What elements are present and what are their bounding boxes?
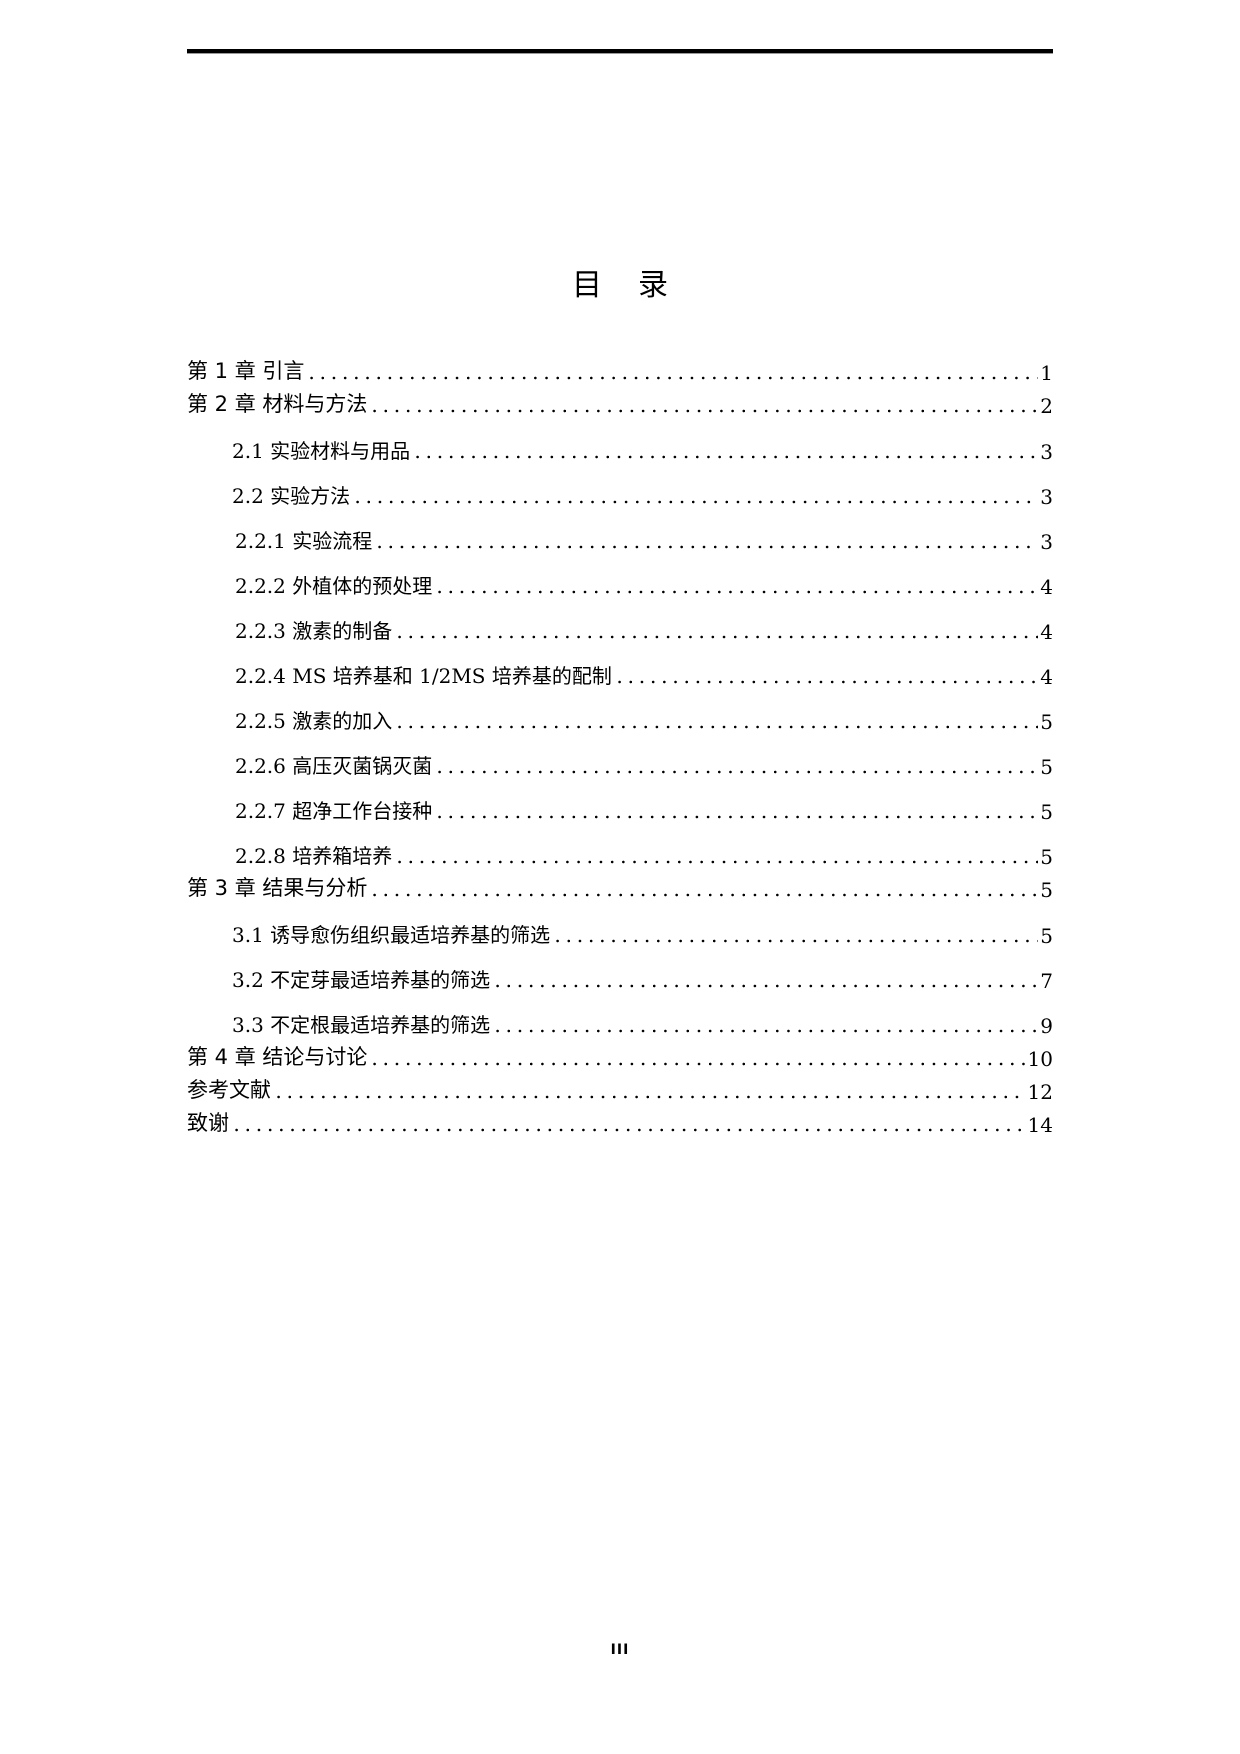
toc-entry-label: 3.1 诱导愈伤组织最适培养基的筛选 bbox=[232, 923, 551, 947]
toc-entry-page: 3 bbox=[1040, 440, 1053, 464]
toc-entry-page: 12 bbox=[1027, 1080, 1053, 1104]
toc-entry-label: 2.2.2 外植体的预处理 bbox=[235, 574, 433, 598]
dot-leader bbox=[369, 878, 1039, 898]
dot-leader bbox=[552, 924, 1039, 944]
toc-entry[interactable]: 第 1 章 引言 1 bbox=[187, 355, 1053, 385]
toc-entry-page: 4 bbox=[1040, 620, 1053, 644]
toc-entry[interactable]: 第 3 章 结果与分析 5 bbox=[187, 872, 1053, 902]
toc-entry-label: 2.2 实验方法 bbox=[232, 484, 351, 508]
toc-entry-page: 7 bbox=[1040, 969, 1053, 993]
toc-entry-label: 2.2.7 超净工作台接种 bbox=[235, 799, 433, 823]
dot-leader bbox=[613, 665, 1039, 685]
dot-leader bbox=[374, 530, 1039, 550]
toc-entry-page: 10 bbox=[1027, 1047, 1053, 1071]
toc-entry[interactable]: 致谢 14 bbox=[187, 1107, 1053, 1137]
toc-entry[interactable]: 3.1 诱导愈伤组织最适培养基的筛选 5 bbox=[187, 918, 1053, 948]
dot-leader bbox=[434, 575, 1039, 595]
toc-entry[interactable]: 第 2 章 材料与方法 2 bbox=[187, 388, 1053, 418]
toc-entry[interactable]: 2.2.5 激素的加入 5 bbox=[187, 704, 1053, 734]
toc-entry-label: 2.2.1 实验流程 bbox=[235, 529, 373, 553]
footer-page-number: III bbox=[610, 1642, 630, 1658]
toc-entry[interactable]: 3.3 不定根最适培养基的筛选 9 bbox=[187, 1008, 1053, 1038]
toc-entry-page: 4 bbox=[1040, 575, 1053, 599]
toc-entry-page: 5 bbox=[1040, 924, 1053, 948]
dot-leader bbox=[412, 440, 1039, 460]
dot-leader bbox=[273, 1080, 1026, 1100]
toc-entry-page: 3 bbox=[1040, 530, 1053, 554]
toc-entry[interactable]: 第 4 章 结论与讨论 10 bbox=[187, 1041, 1053, 1071]
toc-entry-page: 5 bbox=[1040, 878, 1053, 902]
toc-entry[interactable]: 2.2.2 外植体的预处理 4 bbox=[187, 569, 1053, 599]
dot-leader bbox=[434, 800, 1039, 820]
toc-entry-label: 2.1 实验材料与用品 bbox=[232, 439, 411, 463]
toc-entry-label: 3.2 不定芽最适培养基的筛选 bbox=[232, 968, 491, 992]
dot-leader bbox=[369, 1047, 1026, 1067]
dot-leader bbox=[394, 710, 1039, 730]
toc-entry-page: 1 bbox=[1040, 361, 1053, 385]
toc-entry-label: 2.2.6 高压灭菌锅灭菌 bbox=[235, 754, 433, 778]
dot-leader bbox=[434, 755, 1039, 775]
toc-title: 目录 bbox=[572, 268, 704, 303]
toc-entry-page: 9 bbox=[1040, 1014, 1053, 1038]
dot-leader bbox=[394, 845, 1039, 865]
toc-entry-page: 2 bbox=[1040, 394, 1053, 418]
toc-entry-page: 5 bbox=[1040, 710, 1053, 734]
toc-entry-label: 第 4 章 结论与讨论 bbox=[187, 1045, 368, 1069]
toc-entry-label: 第 2 章 材料与方法 bbox=[187, 392, 368, 416]
toc-entry-label: 2.2.5 激素的加入 bbox=[235, 709, 393, 733]
toc-entry-label: 3.3 不定根最适培养基的筛选 bbox=[232, 1013, 491, 1037]
dot-leader bbox=[394, 620, 1039, 640]
toc-entry[interactable]: 2.2.7 超净工作台接种 5 bbox=[187, 794, 1053, 824]
toc-entry[interactable]: 2.2.4 MS 培养基和 1/2MS 培养基的配制 4 bbox=[187, 659, 1053, 689]
toc-entry[interactable]: 3.2 不定芽最适培养基的筛选 7 bbox=[187, 963, 1053, 993]
toc-entry-label: 致谢 bbox=[187, 1111, 229, 1135]
toc-entry-label: 2.2.3 激素的制备 bbox=[235, 619, 393, 643]
toc-entry[interactable]: 2.2.6 高压灭菌锅灭菌 5 bbox=[187, 749, 1053, 779]
toc-entry-page: 5 bbox=[1040, 755, 1053, 779]
header-rule bbox=[187, 49, 1053, 53]
dot-leader bbox=[492, 969, 1039, 989]
toc-entry-label: 2.2.8 培养箱培养 bbox=[235, 844, 393, 868]
toc-entry-label: 2.2.4 MS 培养基和 1/2MS 培养基的配制 bbox=[235, 664, 612, 688]
toc-entry-page: 3 bbox=[1040, 485, 1053, 509]
toc-entry-page: 5 bbox=[1040, 845, 1053, 869]
dot-leader bbox=[369, 394, 1039, 414]
toc-entry-label: 第 3 章 结果与分析 bbox=[187, 876, 368, 900]
toc-entry-label: 第 1 章 引言 bbox=[187, 359, 305, 383]
toc-entry-page: 4 bbox=[1040, 665, 1053, 689]
toc-entry-page: 14 bbox=[1027, 1113, 1053, 1137]
toc-entry[interactable]: 2.2 实验方法 3 bbox=[187, 479, 1053, 509]
toc-entry[interactable]: 2.2.3 激素的制备 4 bbox=[187, 614, 1053, 644]
toc-entry[interactable]: 参考文献 12 bbox=[187, 1074, 1053, 1104]
dot-leader bbox=[231, 1113, 1026, 1133]
toc-entry-label: 参考文献 bbox=[187, 1078, 271, 1102]
dot-leader bbox=[352, 485, 1039, 505]
dot-leader bbox=[492, 1014, 1039, 1034]
toc-entry-page: 5 bbox=[1040, 800, 1053, 824]
toc-entry[interactable]: 2.1 实验材料与用品 3 bbox=[187, 434, 1053, 464]
toc-entry[interactable]: 2.2.8 培养箱培养 5 bbox=[187, 839, 1053, 869]
toc-entry[interactable]: 2.2.1 实验流程 3 bbox=[187, 524, 1053, 554]
dot-leader bbox=[306, 361, 1039, 381]
